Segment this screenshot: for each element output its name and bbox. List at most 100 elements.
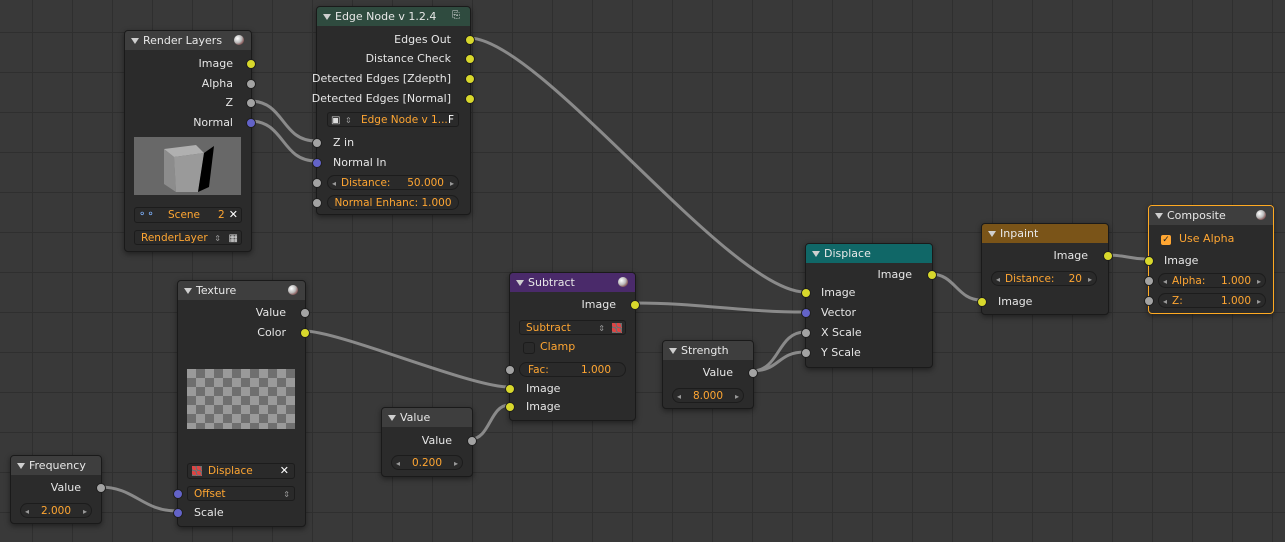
edge-node-group[interactable]: Edge Node v 1.2.4⎘ Edges Out Distance Ch… (312, 6, 475, 215)
normal-enhance-field[interactable]: Normal Enhanc: 1.000 (327, 195, 459, 210)
arrows-icon: ⇕ (283, 490, 290, 499)
output-image: Image (581, 298, 616, 311)
input-image: Image (1164, 254, 1199, 267)
render-layers-node[interactable]: Render Layers Image Alpha Z Normal ⚬⚬ Sc… (124, 30, 256, 252)
socket-x-scale[interactable] (801, 328, 811, 338)
fake-user-button[interactable]: F (447, 114, 454, 126)
socket-y-scale[interactable] (801, 348, 811, 358)
strength-header[interactable]: Strength (663, 341, 753, 360)
offset-selector[interactable]: Offset ⇕ (187, 486, 295, 501)
socket-z-in[interactable] (312, 138, 322, 148)
arrows-icon: ⇕ (345, 116, 352, 125)
z-field[interactable]: ◂Z:1.000▸ (1158, 293, 1266, 308)
link-frequency-to-scale (98, 485, 179, 513)
strength-value-field[interactable]: ◂8.000▸ (672, 388, 744, 403)
value-header[interactable]: Value (382, 408, 472, 427)
input-vector: Vector (821, 306, 857, 319)
socket-normal-enhance[interactable] (312, 198, 322, 208)
socket-distance[interactable] (312, 178, 322, 188)
frequency-header[interactable]: Frequency (11, 456, 101, 475)
socket-fac[interactable] (505, 365, 515, 375)
cube-preview-icon (164, 145, 214, 192)
subtract-header[interactable]: Subtract (510, 273, 635, 292)
socket-color[interactable] (300, 328, 310, 338)
use-alpha-icon[interactable] (612, 323, 622, 333)
composite-node[interactable]: Composite ✓ Use Alpha Image ◂Alpha:1.000… (1144, 205, 1274, 314)
render-preview (134, 137, 241, 195)
scene-icon: ⚬⚬ (138, 209, 155, 220)
texture-icon (192, 466, 202, 476)
socket-z[interactable] (246, 98, 256, 108)
socket-value[interactable] (96, 483, 106, 493)
socket-normal[interactable] (246, 118, 256, 128)
texture-selector[interactable]: Displace ✕ (187, 463, 295, 479)
socket-alpha[interactable] (1144, 276, 1154, 286)
blend-mode-selector[interactable]: Subtract ⇕ (519, 320, 626, 335)
link-inpaint-to-composite (1105, 253, 1150, 261)
socket-image-1[interactable] (505, 384, 515, 394)
inpaint-header[interactable]: Inpaint (982, 224, 1108, 243)
socket-z[interactable] (1144, 296, 1154, 306)
socket-vector[interactable] (801, 308, 811, 318)
link-displace-to-inpaint (929, 272, 983, 302)
socket-image-out[interactable] (630, 300, 640, 310)
socket-image[interactable] (246, 59, 256, 69)
clamp-checkbox[interactable] (523, 342, 535, 354)
distance-field[interactable]: ◂Distance:50.000▸ (327, 175, 459, 190)
socket-value[interactable] (748, 368, 758, 378)
edge-node-header[interactable]: Edge Node v 1.2.4⎘ (317, 7, 470, 26)
input-scale: Scale (194, 506, 224, 519)
link-strength-to-xscale (750, 330, 807, 373)
frequency-node[interactable]: Frequency Value ◂2.000▸ (10, 455, 106, 524)
output-detected-normal: Detected Edges [Normal] (311, 92, 451, 105)
socket-normal-in[interactable] (312, 158, 322, 168)
value-node[interactable]: Value Value ◂0.200▸ (381, 407, 477, 477)
inpaint-node[interactable]: Inpaint Image ◂Distance:20▸ Image (977, 223, 1113, 315)
link-edges-to-displace (467, 36, 807, 294)
fac-field[interactable]: Fac:1.000 (519, 362, 626, 377)
arrows-icon: ⇕ (214, 234, 221, 243)
strength-node[interactable]: Strength Value ◂8.000▸ (662, 340, 758, 409)
render-layer-selector[interactable]: RenderLayer ⇕ ▦ (134, 230, 242, 245)
socket-image-in[interactable] (1144, 256, 1154, 266)
use-alpha-label: Use Alpha (1179, 232, 1235, 245)
texture-node[interactable]: Texture Value Color Displace ✕ Offset ⇕ … (173, 280, 310, 527)
close-icon[interactable]: ✕ (279, 464, 289, 477)
output-detected-zdepth: Detected Edges [Zdepth] (312, 72, 451, 85)
displace-header[interactable]: Displace (806, 244, 932, 263)
socket-image-in[interactable] (977, 297, 987, 307)
socket-value[interactable] (300, 308, 310, 318)
socket-detected-normal[interactable] (465, 94, 475, 104)
input-normal-in: Normal In (333, 156, 387, 169)
socket-edges-out[interactable] (465, 35, 475, 45)
output-color: Color (257, 326, 286, 339)
render-layers-header[interactable]: Render Layers (125, 31, 251, 50)
output-distance-check: Distance Check (365, 52, 451, 65)
socket-distance-check[interactable] (465, 54, 475, 64)
socket-image-in[interactable] (801, 288, 811, 298)
alpha-field[interactable]: ◂Alpha:1.000▸ (1158, 273, 1266, 288)
socket-image-2[interactable] (505, 402, 515, 412)
socket-scale[interactable] (173, 508, 183, 518)
output-edges-out: Edges Out (394, 33, 451, 46)
output-z: Z (225, 96, 233, 109)
socket-alpha[interactable] (246, 79, 256, 89)
scene-selector[interactable]: ⚬⚬ Scene 2 ✕ (134, 207, 242, 223)
socket-image-out[interactable] (1103, 251, 1113, 261)
socket-detected-zdepth[interactable] (465, 74, 475, 84)
socket-image-out[interactable] (927, 270, 937, 280)
subtract-node[interactable]: Subtract Image Subtract ⇕ Clamp Fac:1.00… (505, 272, 640, 421)
socket-value[interactable] (467, 436, 477, 446)
inpaint-distance-field[interactable]: ◂Distance:20▸ (991, 271, 1097, 286)
displace-node[interactable]: Displace Image Image Vector X Scale Y Sc… (801, 243, 937, 368)
use-alpha-checkbox[interactable]: ✓ (1161, 235, 1171, 245)
close-icon[interactable]: ✕ (228, 208, 238, 221)
frequency-value-field[interactable]: ◂2.000▸ (20, 503, 92, 518)
clamp-label: Clamp (540, 340, 576, 353)
node-group-selector[interactable]: ▣ ⇕ Edge Node v 1... F (327, 112, 459, 127)
link-color-to-subtract (302, 329, 511, 389)
composite-header[interactable]: Composite (1149, 206, 1273, 225)
value-field[interactable]: ◂0.200▸ (391, 455, 463, 470)
texture-header[interactable]: Texture (178, 281, 305, 300)
socket-offset[interactable] (173, 489, 183, 499)
